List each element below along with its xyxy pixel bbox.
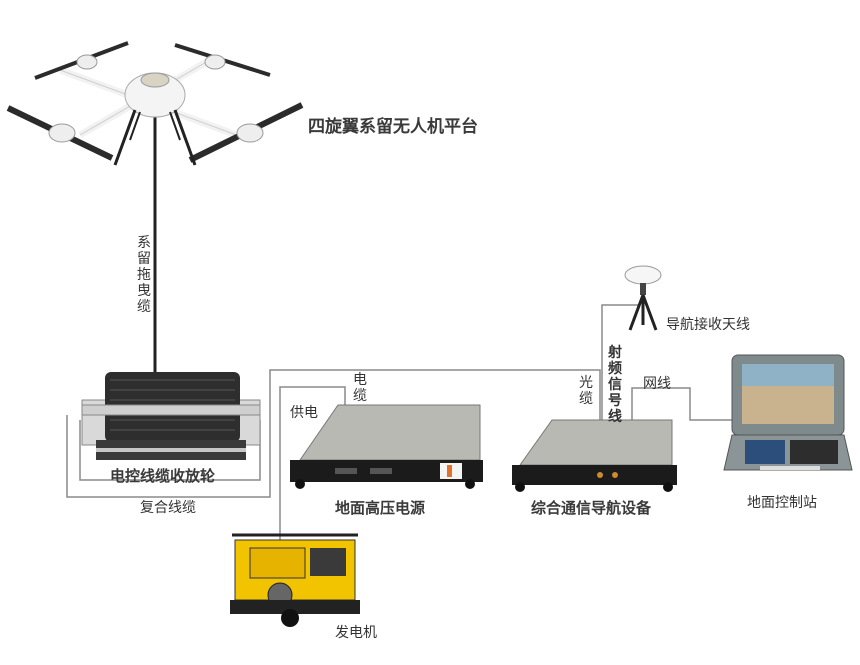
winch-label: 电控线缆收放轮 [110, 467, 216, 485]
ground-station-icon [723, 354, 853, 471]
ground-station-label: 地面控制站 [747, 495, 817, 511]
hv-power-supply-icon [290, 404, 483, 489]
winch-frame-line [79, 420, 261, 481]
comm-nav-device-icon [512, 419, 677, 492]
winch-icon [81, 372, 261, 460]
network-line [631, 387, 740, 421]
drone-icon [6, 41, 304, 166]
power-supply-cable-label: 供电 [290, 405, 318, 421]
composite-cable-label: 复合线缆 [140, 500, 196, 516]
power-supply-line [279, 386, 346, 540]
tether-cable-label: 系留拖曳缆 [137, 235, 151, 315]
network-cable-label: 网线 [643, 376, 671, 392]
antenna-icon [624, 265, 662, 331]
electric-cable-label: 电缆 [353, 372, 367, 404]
generator-label: 发电机 [335, 625, 377, 641]
comm-nav-device-label: 综合通信导航设备 [531, 499, 652, 517]
generator-icon [230, 533, 360, 627]
nav-antenna-label: 导航接收天线 [666, 317, 750, 333]
rf-signal-line [601, 304, 640, 420]
hv-power-supply-label: 地面高压电源 [335, 499, 426, 517]
platform-title: 四旋翼系留无人机平台 [308, 117, 478, 137]
composite-cable-line [66, 369, 601, 498]
optical-cable-label: 光缆 [579, 375, 593, 407]
rf-signal-cable-label: 射频信号线 [608, 345, 622, 425]
